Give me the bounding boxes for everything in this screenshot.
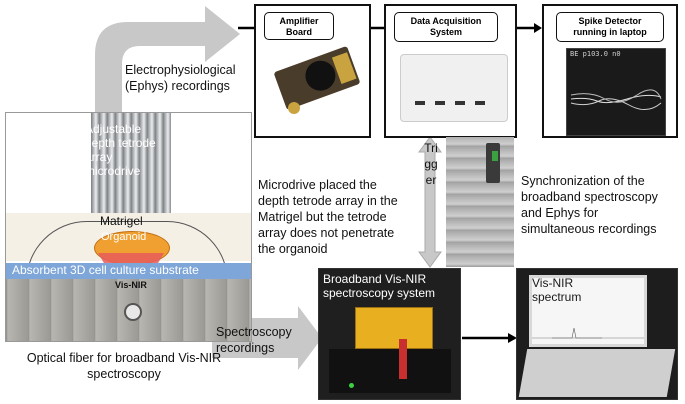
laptop-screen	[529, 275, 647, 347]
microdrive-note: Microdrive placed the depth tetrode arra…	[258, 178, 398, 256]
spike-title: Spike Detector running in laptop	[573, 16, 647, 37]
substrate-bar	[6, 263, 251, 279]
spike-title-frame: Spike Detector running in laptop	[556, 12, 664, 42]
ephys-curved-arrow	[95, 6, 240, 120]
spike-screen-image: BE p103.0 n0	[566, 48, 666, 136]
fiber-label: Optical fiber for broadband Vis-NIR spec…	[26, 351, 222, 381]
daq-title: Data Acquisition System	[410, 16, 482, 37]
tetrode-array-image	[91, 113, 171, 231]
sync-device	[486, 143, 500, 183]
spike-screen-text: BE p103.0 n0	[570, 50, 621, 58]
spectrum-trace	[532, 327, 644, 339]
daq-title-frame: Data Acquisition System	[394, 12, 498, 42]
amplifier-connector	[288, 102, 300, 114]
amplifier-title: Amplifier Board	[279, 16, 319, 37]
vis-nir-small-label: Vis-NIR	[115, 280, 147, 290]
spectro-recordings-label: Spectroscopy recordings	[216, 325, 292, 355]
optical-fiber-tip	[124, 303, 142, 321]
amplifier-title-frame: Amplifier Board	[264, 12, 334, 40]
trigger-text: Trigger	[424, 141, 438, 187]
daq-device-image	[400, 54, 508, 122]
sync-device-green	[492, 151, 498, 161]
organoid-label: Organoid	[101, 231, 147, 243]
spectrum-label: Vis-NIR spectrum	[532, 276, 582, 304]
synchronization-setup-photo	[446, 137, 514, 267]
spectro-fiber-cable	[399, 339, 407, 379]
sync-note: Synchronization of the broadband spectro…	[521, 174, 658, 236]
spectro-system-label: Broadband Vis-NIR spectroscopy system	[323, 272, 436, 300]
spectro-yellow-box	[355, 307, 433, 349]
laptop-photo	[516, 268, 678, 400]
amplifier-board-image	[273, 45, 361, 111]
spectro-status-led	[349, 383, 354, 388]
ephys-label: Electrophysiological (Ephys) recordings	[125, 63, 236, 93]
amplifier-box: Amplifier Board	[254, 4, 371, 138]
matrigel-label: Matrigel	[100, 214, 143, 228]
spike-waveforms	[570, 89, 662, 110]
organoid-setup-photo	[5, 112, 252, 342]
spike-detector-box: Spike Detector running in laptop BE p103…	[542, 4, 678, 138]
substrate-label: Absorbent 3D cell culture substrate	[12, 263, 199, 277]
trigger-label: Trigger	[424, 140, 438, 188]
tetrode-label: Adjustable depth tetrode array microdriv…	[85, 122, 156, 178]
spectro-black-base	[329, 349, 451, 393]
trigger-double-arrow	[418, 136, 442, 268]
spectroscopy-system-photo	[318, 268, 461, 400]
daq-box: Data Acquisition System	[384, 4, 517, 138]
laptop-keyboard	[518, 349, 676, 397]
